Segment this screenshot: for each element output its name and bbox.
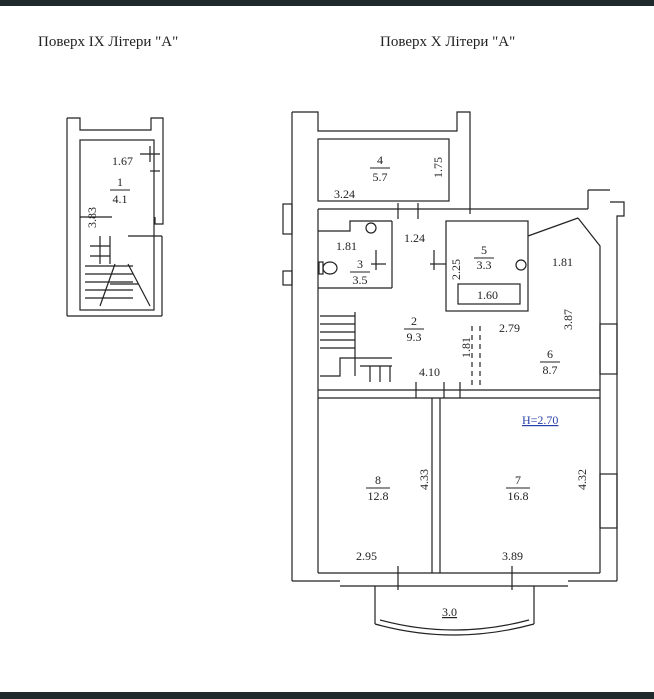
- dim-3-0: 3.0: [442, 605, 457, 619]
- floor9-room1-area: 4.1: [113, 192, 128, 206]
- room8-area: 12.8: [368, 489, 389, 503]
- dim-3-87: 3.87: [561, 309, 575, 330]
- room5-area: 3.3: [477, 258, 492, 272]
- dim-4-32: 4.32: [575, 469, 589, 490]
- dim-1-24: 1.24: [404, 231, 425, 245]
- room8-number: 8: [375, 473, 381, 487]
- floor10-title: Поверх X Літери "А": [380, 34, 516, 50]
- dim-3-89: 3.89: [502, 549, 523, 563]
- room3-number: 3: [357, 257, 363, 271]
- room7-number: 7: [515, 473, 521, 487]
- floor9-title: Поверх IX Літери "А": [38, 34, 179, 50]
- dim-2-79: 2.79: [499, 321, 520, 335]
- floor9-walls: [66, 117, 164, 317]
- dim-2-95: 2.95: [356, 549, 377, 563]
- floor-plan-drawing: 1.67 3.83 1 4.1 4 5.7 3 3.5 5 3.3 2 9.3 …: [66, 111, 625, 636]
- room4-area: 5.7: [373, 170, 388, 184]
- ceiling-height-label: H=2.70: [522, 413, 558, 427]
- room3-area: 3.5: [353, 273, 368, 287]
- floor9-dim-top: 1.67: [112, 154, 133, 168]
- floor9-dim-side: 3.83: [85, 207, 99, 228]
- dim-1-81-room6: 1.81: [552, 255, 573, 269]
- room4-number: 4: [377, 153, 383, 167]
- room6-number: 6: [547, 347, 553, 361]
- dim-3-24: 3.24: [334, 187, 355, 201]
- dim-4-10: 4.10: [419, 365, 440, 379]
- dim-2-25: 2.25: [449, 259, 463, 280]
- dim-1-75: 1.75: [431, 157, 445, 178]
- dim-1-81-room3: 1.81: [336, 239, 357, 253]
- plan-sheet: Поверх IX Літери "А" Поверх X Літери "А": [0, 6, 654, 692]
- dim-1-60: 1.60: [477, 288, 498, 302]
- room6-area: 8.7: [543, 363, 558, 377]
- room2-area: 9.3: [407, 330, 422, 344]
- floor9-room1-number: 1: [117, 175, 123, 189]
- room7-area: 16.8: [508, 489, 529, 503]
- floor10-walls: [150, 111, 625, 636]
- room2-number: 2: [411, 314, 417, 328]
- room5-number: 5: [481, 243, 487, 257]
- dim-4-33: 4.33: [417, 469, 431, 490]
- dim-1-81-partition: 1.81: [459, 337, 473, 358]
